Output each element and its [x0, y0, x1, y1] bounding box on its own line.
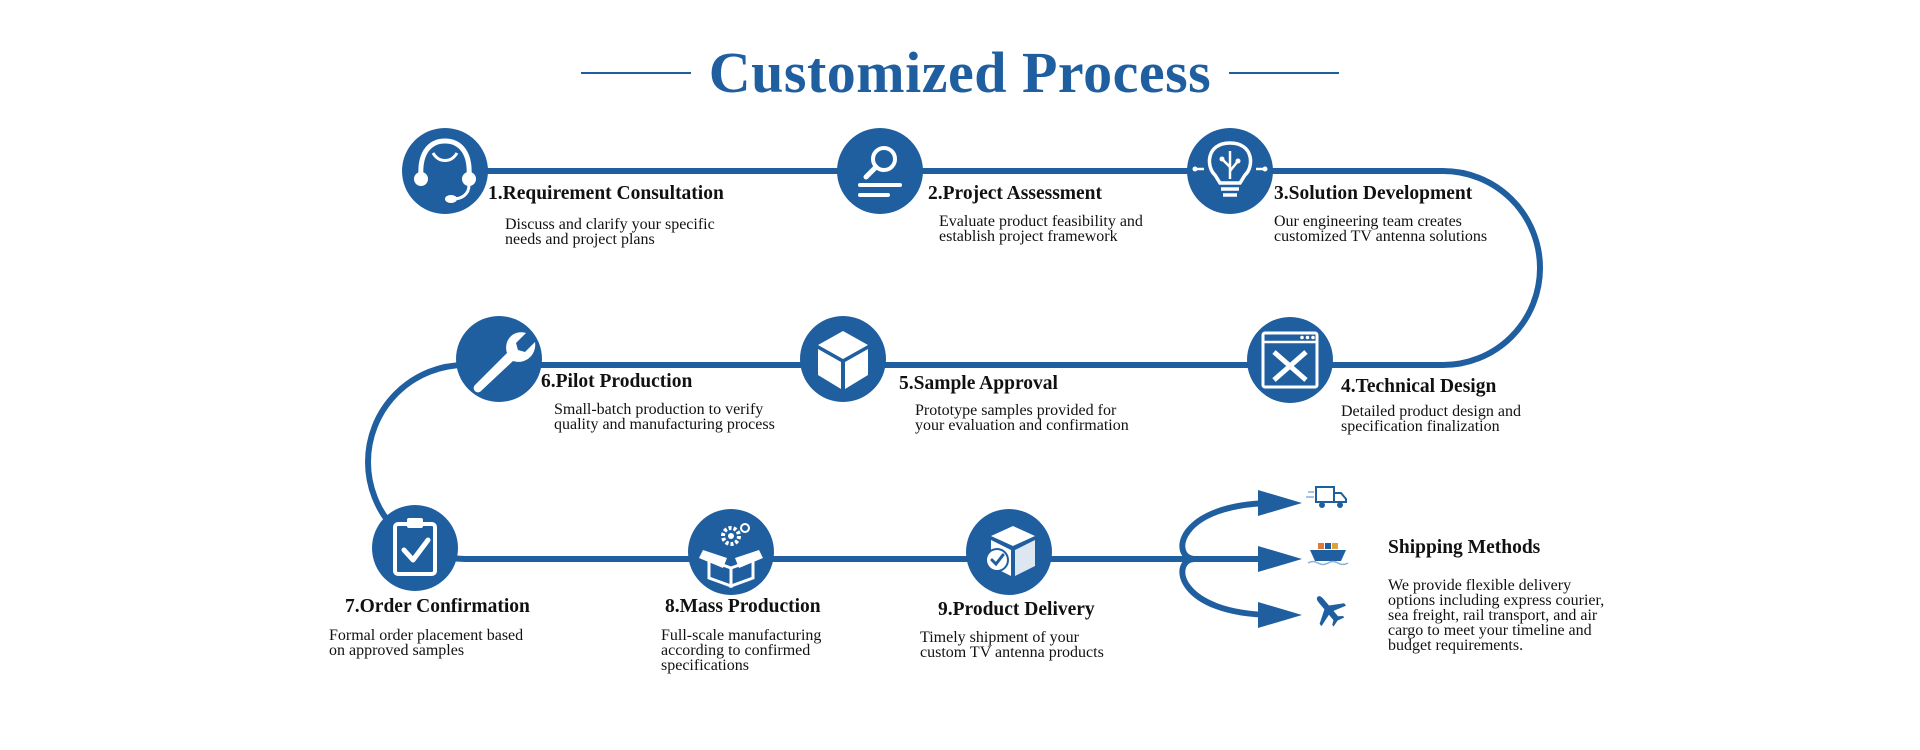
- ship-icon: [1307, 543, 1349, 566]
- step-6-title: 6.Pilot Production: [541, 371, 693, 392]
- design-tools-icon: [1247, 317, 1333, 403]
- step-3-desc: Our engineering team creates customized …: [1274, 213, 1488, 245]
- shipping-arrows: [1179, 490, 1302, 628]
- title-right-rule: [1229, 72, 1340, 74]
- headset-icon: [402, 128, 488, 214]
- step-2-desc: Evaluate product feasibility and establi…: [939, 213, 1143, 245]
- step-2-title: 2.Project Assessment: [928, 183, 1103, 204]
- search-icon: [837, 128, 923, 214]
- title-banner: Customized Process: [0, 38, 1920, 108]
- title-left-rule: [580, 72, 691, 74]
- wrench-icon: [456, 316, 542, 402]
- arrowhead-sea: [1258, 546, 1302, 572]
- arrowhead-air: [1258, 602, 1302, 628]
- step-9-title: 9.Product Delivery: [938, 599, 1095, 620]
- step-4-desc: Detailed product design and specificatio…: [1341, 403, 1521, 435]
- step-8-desc: Full-scale manufacturing according to co…: [661, 627, 822, 674]
- step-7-title: 7.Order Confirmation: [345, 596, 530, 617]
- truck-icon: [1306, 486, 1347, 508]
- page-title: Customized Process: [708, 40, 1212, 105]
- step-1-desc: Discuss and clarify your specific needs …: [505, 216, 715, 248]
- step-3-title: 3.Solution Development: [1274, 183, 1473, 204]
- lightbulb-icon: [1187, 128, 1273, 214]
- step-6-desc: Small-batch production to verify quality…: [554, 401, 775, 433]
- cube-icon: [800, 316, 886, 402]
- step-4-title: 4.Technical Design: [1341, 376, 1497, 397]
- step-8-title: 8.Mass Production: [665, 596, 821, 617]
- arrowhead-express: [1258, 490, 1302, 516]
- shipping-methods-desc: We provide flexible delivery options inc…: [1388, 577, 1605, 654]
- step-7-desc: Formal order placement based on approved…: [329, 627, 524, 659]
- step-5-desc: Prototype samples provided for your eval…: [915, 402, 1129, 434]
- process-connector-line: [365, 168, 1543, 562]
- airplane-icon: [1316, 596, 1347, 627]
- step-5-title: 5.Sample Approval: [899, 373, 1058, 394]
- arrow-air: [1179, 556, 1276, 618]
- clipboard-check-icon: [372, 505, 458, 591]
- shipping-methods-title: Shipping Methods: [1388, 537, 1541, 558]
- gear-box-icon: [688, 509, 774, 595]
- step-9-desc: Timely shipment of your custom TV antenn…: [920, 629, 1104, 661]
- package-check-icon: [966, 509, 1052, 595]
- step-1-title: 1.Requirement Consultation: [488, 183, 724, 204]
